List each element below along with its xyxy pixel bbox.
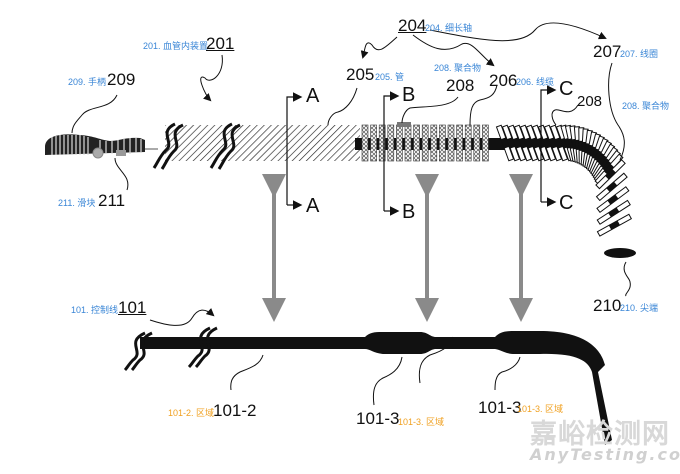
coil-core bbox=[512, 137, 522, 149]
coil-core bbox=[608, 207, 620, 218]
label-209: 209 bbox=[107, 70, 136, 89]
label-201-cn: 201. 血管内装置 bbox=[143, 41, 209, 51]
label-205: 205 bbox=[346, 65, 375, 84]
label-208: 208 bbox=[446, 76, 475, 95]
section-line-b bbox=[383, 91, 400, 216]
coil-core bbox=[606, 181, 618, 193]
polymer-block bbox=[482, 124, 489, 162]
watermark-en: AnyTesting.com bbox=[530, 445, 680, 464]
section-a-top: A bbox=[306, 85, 320, 107]
label-206-cn: 206. 线缆 bbox=[516, 77, 555, 87]
section-c-bottom: C bbox=[559, 192, 574, 214]
label-208-cn: 208. 聚合物 bbox=[434, 63, 482, 73]
label-204-cn: 204. 细长轴 bbox=[425, 23, 473, 33]
tip-210 bbox=[604, 248, 636, 258]
label-207-cn: 207. 线圈 bbox=[620, 49, 659, 59]
section-b-top: B bbox=[402, 84, 416, 106]
polymer-block bbox=[439, 124, 446, 162]
section-c-top: C bbox=[559, 78, 574, 100]
label-211-cn: 211. 滑块 bbox=[58, 198, 96, 208]
coil-207 bbox=[495, 124, 633, 237]
coil-core bbox=[506, 137, 516, 149]
label-211: 211 bbox=[98, 191, 126, 210]
label-210: 210 bbox=[593, 296, 622, 315]
polymer-block bbox=[404, 124, 412, 162]
watermark-cn: 嘉峪检测网 bbox=[530, 419, 670, 450]
coil-core bbox=[605, 168, 616, 180]
polymer-block bbox=[387, 124, 395, 162]
label-101-3-b: 101-3 bbox=[478, 398, 522, 417]
polymer-block bbox=[361, 124, 369, 162]
polymer-block bbox=[456, 124, 463, 162]
label-204: 204 bbox=[398, 16, 427, 35]
label-201: 201 bbox=[206, 34, 235, 53]
section-line-a bbox=[286, 92, 303, 210]
label-101-cn: 101. 控制线 bbox=[71, 305, 119, 315]
cable-206 bbox=[355, 122, 525, 162]
coil-core bbox=[602, 160, 613, 172]
polymer-block bbox=[370, 124, 377, 162]
leader-lines bbox=[71, 22, 631, 406]
label-207: 207 bbox=[593, 42, 622, 61]
label-209-cn: 209. 手柄 bbox=[68, 77, 107, 87]
coil-core bbox=[607, 194, 619, 205]
handle-209 bbox=[45, 134, 158, 159]
polymer-block bbox=[430, 124, 438, 162]
label-208-c: 208 bbox=[577, 93, 603, 110]
label-101-2: 101-2 bbox=[213, 401, 257, 420]
polymer-patch-208 bbox=[397, 122, 411, 127]
correspondence-arrows bbox=[262, 174, 533, 322]
label-101-3-b-cn: 101-3. 区域 bbox=[517, 404, 564, 414]
tube-205 bbox=[165, 125, 360, 161]
section-b-bottom: B bbox=[402, 201, 416, 223]
coil-core bbox=[530, 137, 540, 149]
polymer-block bbox=[421, 124, 429, 162]
section-line-c bbox=[540, 85, 557, 207]
polymer-block bbox=[413, 124, 420, 162]
label-210-cn: 210. 尖端 bbox=[620, 303, 659, 313]
coil-core bbox=[524, 137, 534, 149]
polymer-block bbox=[378, 124, 386, 162]
coil-core bbox=[554, 137, 564, 149]
label-205-cn: 205. 管 bbox=[375, 72, 405, 82]
coil-core bbox=[500, 137, 510, 149]
coil-core bbox=[548, 137, 558, 149]
control-wire-101 bbox=[123, 326, 612, 445]
coil-core bbox=[603, 163, 615, 175]
label-101-3-a-cn: 101-3. 区域 bbox=[398, 417, 445, 427]
polymer-block bbox=[396, 124, 403, 162]
coil-core bbox=[608, 220, 620, 230]
label-206: 206 bbox=[489, 71, 518, 90]
label-208-c-cn: 208. 聚合物 bbox=[622, 101, 670, 111]
section-a-bottom: A bbox=[306, 195, 320, 217]
slider-211 bbox=[116, 150, 126, 156]
label-101-3-a: 101-3 bbox=[356, 409, 400, 428]
label-101-2-cn: 101-2. 区域 bbox=[168, 408, 215, 418]
coil-core bbox=[518, 137, 528, 149]
coil-core bbox=[542, 137, 552, 149]
label-101: 101 bbox=[118, 298, 147, 317]
break-marks-device bbox=[152, 122, 241, 170]
polymer-block bbox=[447, 124, 455, 162]
polymer-block bbox=[464, 124, 472, 162]
polymer-block bbox=[473, 124, 481, 162]
break-marks-wire bbox=[123, 326, 218, 372]
